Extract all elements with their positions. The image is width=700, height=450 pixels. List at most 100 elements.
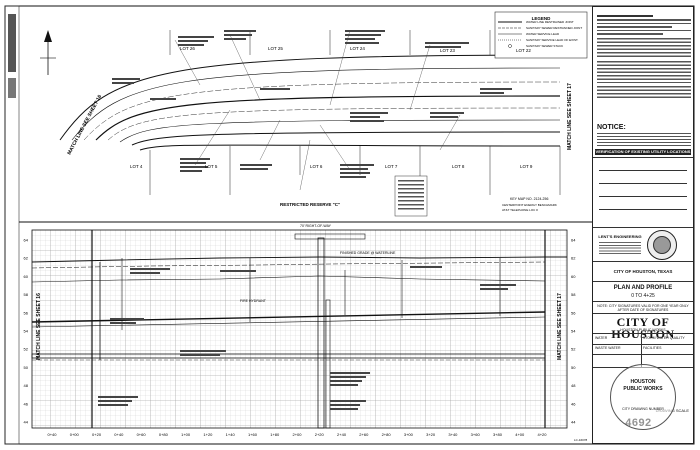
engineer-block: LENT'S ENGINEERING — [593, 227, 693, 261]
benchmark-label: CENTERPOINT ENERGY BENCHMARK — [502, 203, 557, 207]
station-label: 0+80 — [159, 432, 169, 437]
station-label: 1+60 — [248, 432, 258, 437]
profile-view — [31, 229, 568, 429]
elevation-label: 44 — [571, 420, 576, 425]
elevation-label: 54 — [24, 329, 29, 334]
fire-hydrant-label: FIRE HYDRANT — [240, 299, 267, 303]
elevation-label: 50 — [571, 365, 576, 370]
elevation-label: 56 — [24, 310, 29, 315]
waste-label: WASTE WATER — [595, 346, 621, 350]
stamp-text: PUBLIC WORKS — [623, 386, 663, 392]
notice-text — [597, 133, 691, 147]
facilities-label: FACILITIES — [643, 346, 662, 350]
validity-note: NOTE: CITY SIGNATURES VALID FOR ONE YEAR… — [597, 304, 689, 312]
station-label: 2+60 — [359, 432, 369, 437]
elevation-label: 50 — [24, 365, 29, 370]
right-of-way-label: 70' RIGHT-OF-WAY — [300, 224, 332, 228]
elevation-label: 44 — [24, 420, 29, 425]
lot-label: LOT 22 — [516, 48, 531, 53]
match-line-right-profile: MATCH LINE SEE SHEET 17 — [557, 293, 563, 360]
left-notes-column — [8, 14, 16, 98]
station-label: 1+20 — [203, 432, 213, 437]
station-label: 2+00 — [292, 432, 302, 437]
station-label: 4+20 — [537, 432, 547, 437]
lot-label: LOT 6 — [310, 164, 323, 169]
verification-label: VERIFICATION OF EXISTING UTILITY LOCATIO… — [595, 149, 691, 155]
station-label: 3+00 — [404, 432, 414, 437]
station-range: 0 TO 4+25 — [631, 293, 655, 299]
legend-item: SANITARY SEWER STACK — [526, 44, 563, 48]
legend-item: SANITARY SEWER RESTRAINED JOINT — [526, 26, 582, 30]
plan-profile-row: PLAN AND PROFILE 0 TO 4+25 — [593, 281, 693, 301]
lot-label: LOT 9 — [520, 164, 533, 169]
notice-title: NOTICE: — [597, 124, 626, 131]
city-name-small: CITY OF HOUSTON, TEXAS — [613, 269, 673, 274]
lot-label: LOT 26 — [180, 46, 195, 51]
elevation-label: 54 — [571, 329, 576, 334]
elevation-label: 58 — [24, 292, 29, 297]
match-line-left-profile: MATCH LINE SEE SHEET 16 — [36, 293, 42, 360]
match-line-left-plan: MATCH LINE SEE SHEET 16 — [66, 94, 103, 156]
engineer-name: LENT'S ENGINEERING — [598, 234, 642, 239]
elevation-label: 58 — [571, 292, 576, 297]
station-label: 3+60 — [471, 432, 481, 437]
department: HOUSTON PUBLIC WORKS — [620, 328, 666, 332]
station-label: 1+80 — [270, 432, 280, 437]
legend-item: SANITARY SERVICE LEAD OF EXIST. — [526, 38, 578, 42]
signature-block — [593, 157, 693, 227]
sheet-reference: LC-16078 — [574, 438, 588, 442]
elevation-label: 46 — [24, 401, 29, 406]
profile-note: FINISHED GRADE @ WATERLINE — [340, 251, 396, 255]
city-seal-icon — [647, 230, 677, 260]
lot-label: LOT 25 — [268, 46, 283, 51]
station-label: 0+40 — [47, 432, 57, 437]
storm-label: STORM WATER QUALITY — [643, 336, 685, 340]
station-label: 3+20 — [426, 432, 436, 437]
station-label: 1+00 — [181, 432, 191, 437]
station-label: 4+00 — [515, 432, 525, 437]
discipline-rows: WATER STORM WATER QUALITY WASTE WATER FA… — [593, 333, 693, 368]
lot-label: LOT 24 — [350, 46, 365, 51]
notes-block — [597, 13, 691, 103]
elevation-label: 62 — [571, 256, 576, 261]
station-label: 2+40 — [337, 432, 347, 437]
lot-label: LOT 8 — [452, 164, 465, 169]
match-line-right-plan: MATCH LINE SEE SHEET 17 — [567, 83, 573, 150]
station-label: 0+40 — [114, 432, 124, 437]
title-block: NOTICE: VERIFICATION OF EXISTING UTILITY… — [592, 6, 694, 444]
validity-row: NOTE: CITY SIGNATURES VALID FOR ONE YEAR… — [593, 301, 693, 313]
stamp-text: HOUSTON — [630, 379, 656, 385]
station-label: 3+80 — [493, 432, 503, 437]
elevation-label: 56 — [571, 310, 576, 315]
lot-label: LOT 5 — [205, 164, 218, 169]
elevation-label: 52 — [24, 347, 29, 352]
station-label: 2+20 — [315, 432, 325, 437]
station-label: 3+40 — [448, 432, 458, 437]
legend-item: WATER SERVICE LEAD — [526, 32, 560, 36]
houston-public-works-stamp: HOUSTON PUBLIC WORKS CITY DRAWING NUMBER — [610, 364, 676, 430]
city-name-big: CITY OF HOUSTON — [611, 315, 675, 341]
elevation-label: 64 — [571, 238, 576, 243]
legend-item: WATER LINE RESTRAINED JOINT — [526, 20, 574, 24]
lot-label: LOT 4 — [130, 164, 143, 169]
restricted-reserve-label: RESTRICTED RESERVE "C" — [280, 202, 340, 207]
elevation-label: 48 — [571, 383, 576, 388]
station-label: 0+20 — [92, 432, 102, 437]
elevation-label: 60 — [24, 274, 29, 279]
city-big-row: CITY OF HOUSTON HOUSTON PUBLIC WORKS — [593, 313, 693, 340]
station-label: 1+40 — [226, 432, 236, 437]
elevation-label: 52 — [571, 347, 576, 352]
plan-view — [40, 11, 588, 217]
lot-label: LOT 7 — [385, 164, 398, 169]
station-label: 0+00 — [70, 432, 80, 437]
benchmark-label: AT&T TELEPHONE LOC # — [502, 208, 538, 212]
key-map-label: KEY MAP NO. 2124-256 — [510, 197, 548, 201]
north-arrow-icon — [40, 30, 56, 75]
elevation-label: 62 — [24, 256, 29, 261]
